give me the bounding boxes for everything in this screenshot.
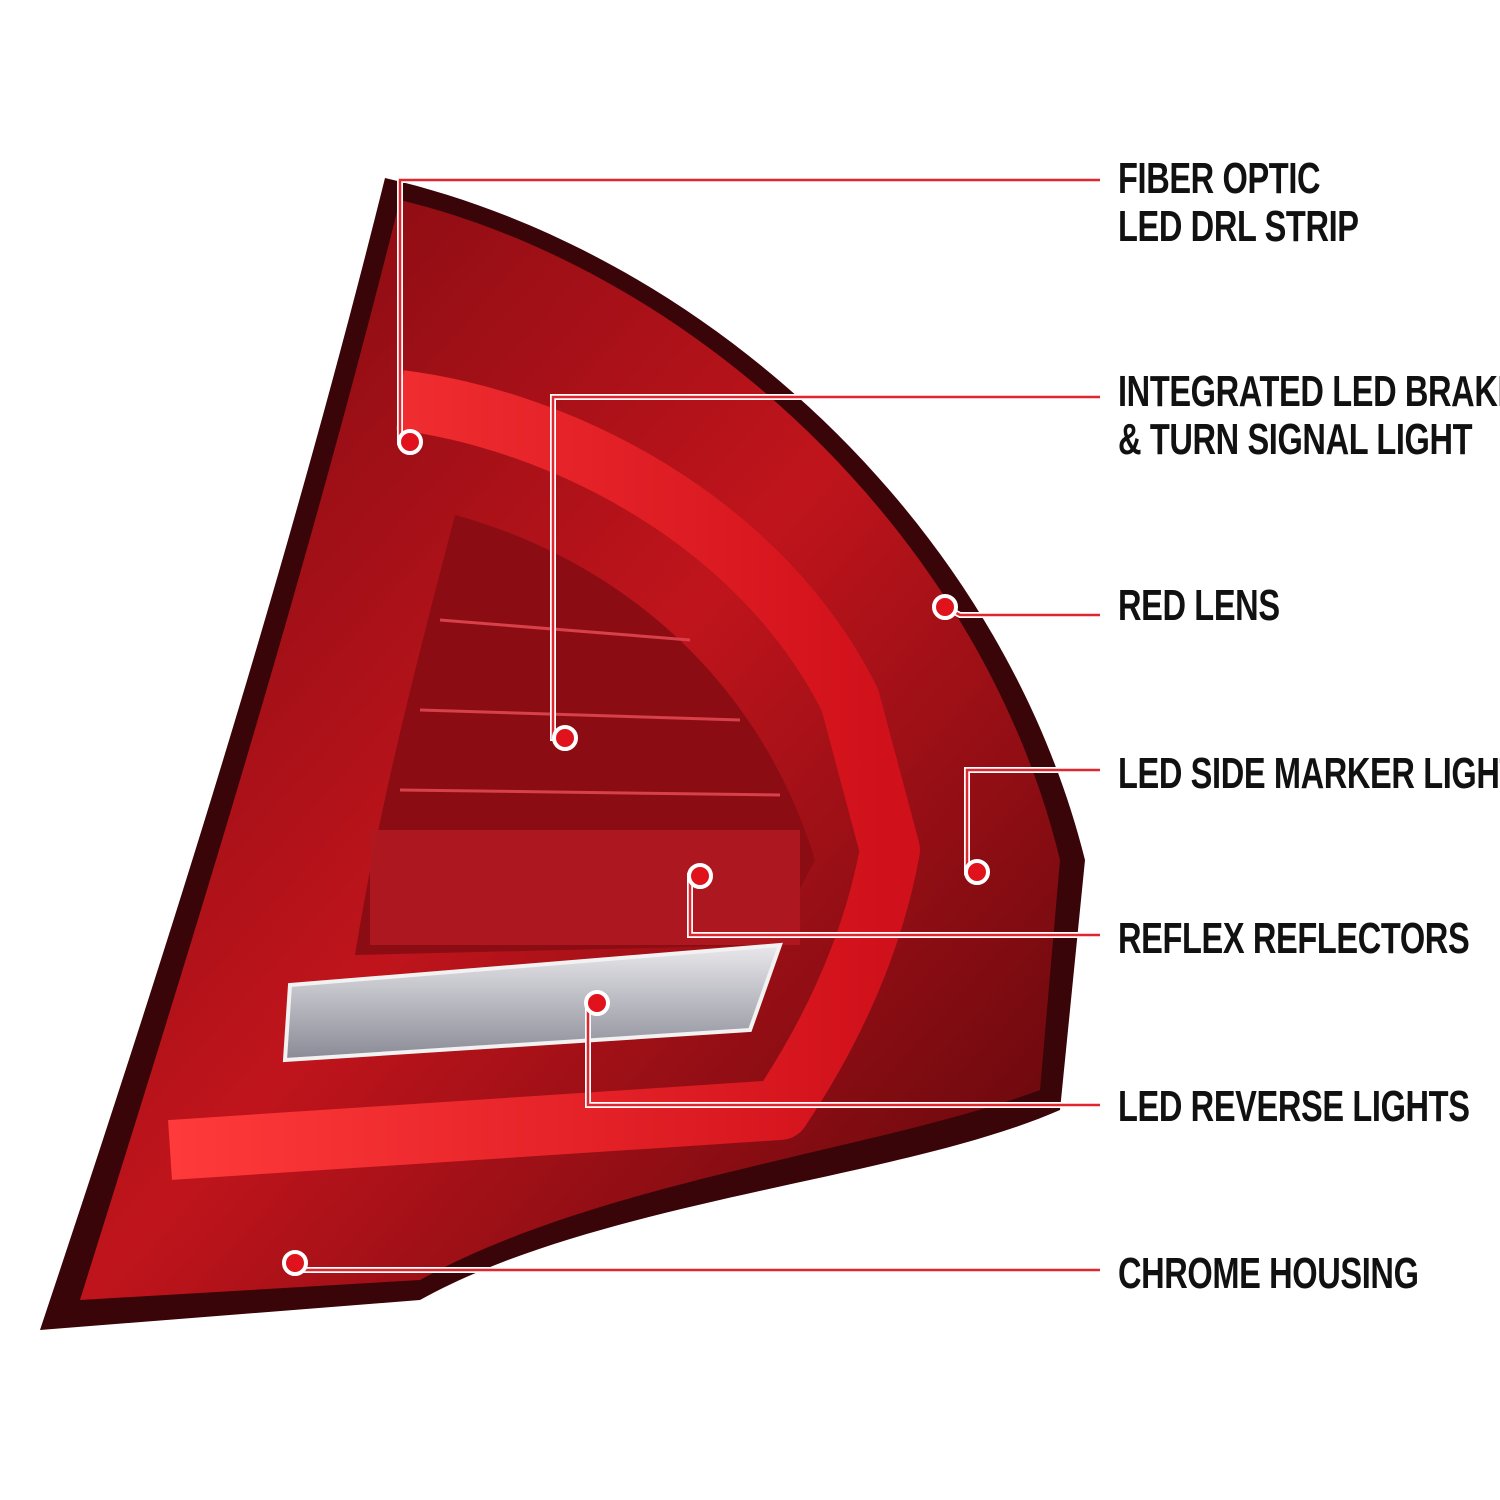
- callout-dot: [552, 725, 578, 751]
- fiber-optic-strip: [168, 370, 920, 1180]
- label-fiber-optic: FIBER OPTIC LED DRL STRIP: [1118, 155, 1359, 251]
- label-line: FIBER OPTIC: [1118, 154, 1321, 203]
- label-line: LED DRL STRIP: [1118, 202, 1359, 251]
- label-reverse-lights: LED REVERSE LIGHTS: [1118, 1082, 1470, 1131]
- label-line: INTEGRATED LED BRAKE: [1118, 367, 1500, 416]
- label-integrated-brake-turn: INTEGRATED LED BRAKE & TURN SIGNAL LIGHT: [1118, 368, 1500, 464]
- label-red-lens: RED LENS: [1118, 581, 1280, 630]
- label-chrome-housing: CHROME HOUSING: [1118, 1249, 1419, 1298]
- callout-dot: [282, 1250, 308, 1276]
- callout-dot: [687, 863, 713, 889]
- callout-dot: [397, 429, 423, 455]
- callout-dots: [282, 429, 990, 1276]
- reverse-light: [282, 942, 783, 1063]
- label-line: & TURN SIGNAL LIGHT: [1118, 415, 1473, 464]
- callout-dot: [932, 594, 958, 620]
- label-side-marker: LED SIDE MARKER LIGHT: [1118, 749, 1500, 798]
- reflex-reflector: [370, 830, 800, 945]
- callout-dot: [584, 990, 610, 1016]
- callout-dot: [964, 859, 990, 885]
- led-rows: [399, 618, 781, 797]
- label-reflex-reflectors: REFLEX REFLECTORS: [1118, 914, 1470, 963]
